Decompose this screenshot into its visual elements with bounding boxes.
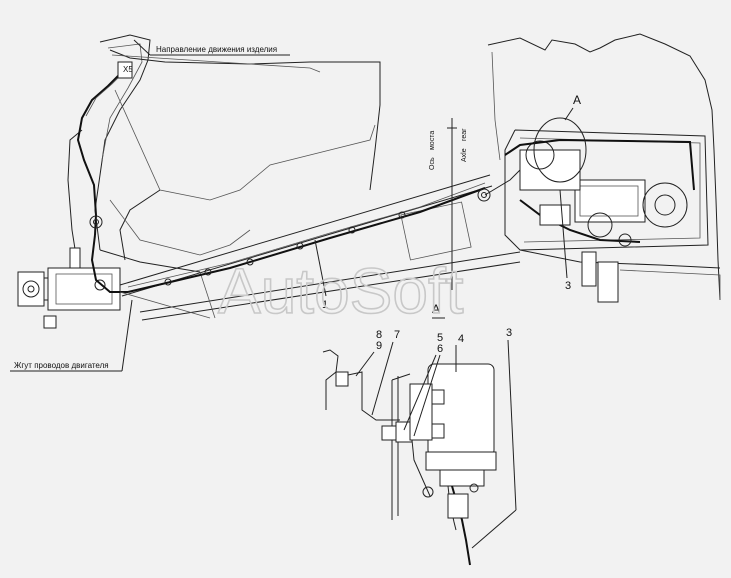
axle-ru-label: Ось xyxy=(429,157,436,170)
detail-callouts: 3 4 5 6 7 8 9 xyxy=(355,327,517,549)
callout-8-label: 8 xyxy=(376,329,382,341)
callout-7-label: 7 xyxy=(394,329,400,341)
view-a-top: A 3 xyxy=(533,93,587,292)
direction-callout: Направление движения изделия xyxy=(133,39,290,56)
rear-mechanism xyxy=(484,138,695,247)
axle-en2-label: rear xyxy=(461,128,468,141)
frame-rails xyxy=(119,174,521,321)
watermark: AutoSoft xyxy=(218,255,464,327)
connector-x5 xyxy=(117,61,133,79)
callout-3-top-label: 3 xyxy=(565,280,571,292)
view-a-detail-label: A xyxy=(432,302,440,316)
callout-3-label: 3 xyxy=(506,327,512,339)
view-a-top-label: A xyxy=(573,93,581,107)
callout-5-label: 5 xyxy=(437,332,443,344)
direction-label: Направление движения изделия xyxy=(156,45,277,54)
engine-harness-label: Жгут проводов двигателя xyxy=(14,361,109,370)
callout-4-label: 4 xyxy=(458,333,464,345)
cab-harness: X5 xyxy=(76,61,133,236)
cab-outline xyxy=(67,34,381,273)
callout-1: 1 xyxy=(314,239,328,311)
callout-9-label: 9 xyxy=(376,340,382,352)
axle-ru2-label: моста xyxy=(429,131,436,150)
callout-6-label: 6 xyxy=(437,343,443,355)
front-hitch xyxy=(17,234,128,329)
detail-view-a: A xyxy=(322,302,497,566)
rear-axle-marker: Ось моста Axle rear xyxy=(429,118,468,290)
connector-label: X5 xyxy=(123,65,133,74)
callout-1-label: 1 xyxy=(322,299,328,311)
axle-en-label: Axle xyxy=(461,148,468,162)
rear-body xyxy=(487,33,721,303)
main-harness xyxy=(127,182,491,293)
engine-harness-callout: Жгут проводов двигателя xyxy=(10,299,133,372)
